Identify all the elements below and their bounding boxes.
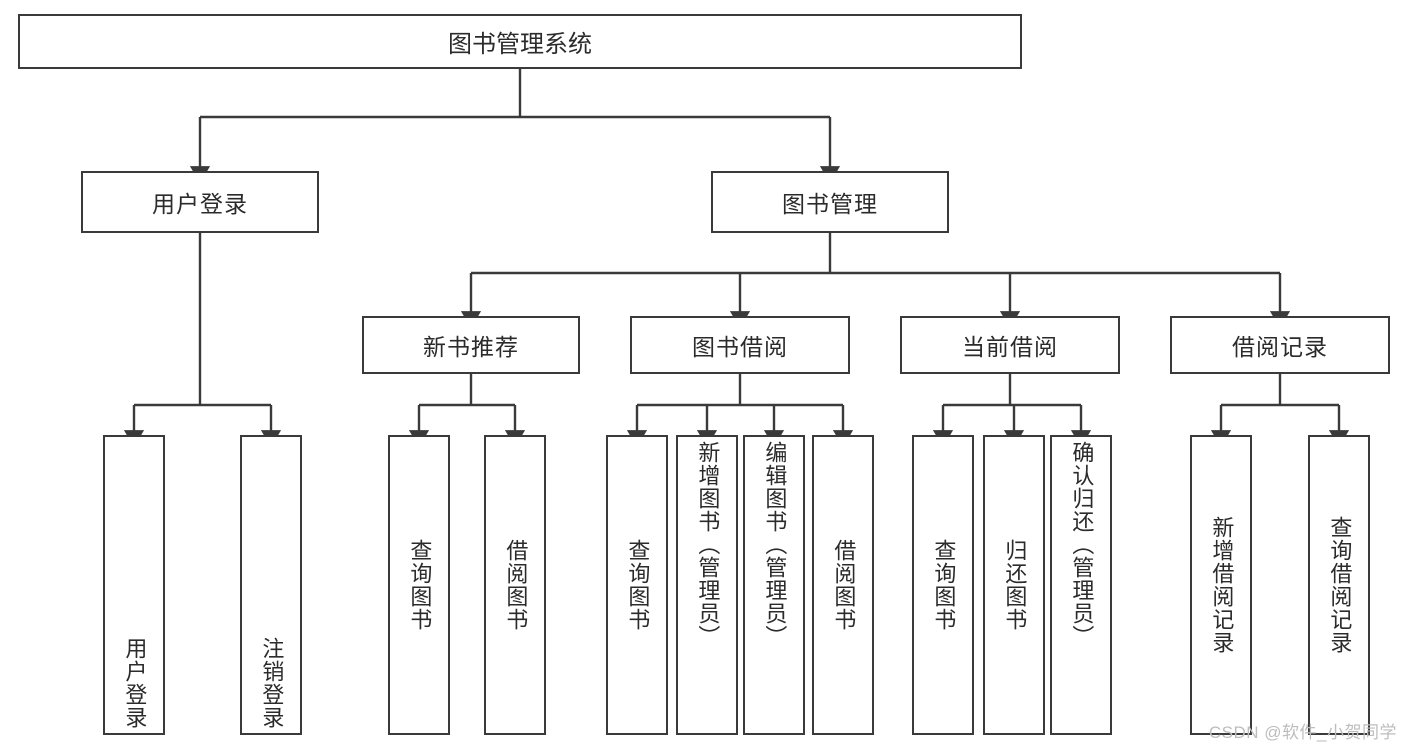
node-l3-借阅记录[interactable]: 借阅记录 [1170,316,1390,374]
leaf-4-查询图书[interactable]: 查询图书 [606,435,668,735]
node-label: 新增借阅记录 [1209,516,1235,654]
node-label: 图书管理 [782,191,878,217]
node-l3-图书借阅[interactable]: 图书借阅 [630,316,850,374]
leaf-7-借阅图书[interactable]: 借阅图书 [812,435,874,735]
node-label: 当前借阅 [962,334,1058,360]
node-label: 图书管理系统 [448,31,592,58]
node-l3-当前借阅[interactable]: 当前借阅 [900,316,1120,374]
watermark-text: CSDN @软件_小贺同学 [1208,723,1397,742]
node-root-图书管理系统[interactable]: 图书管理系统 [18,14,1022,69]
leaf-11-新增借阅记录[interactable]: 新增借阅记录 [1190,435,1252,735]
node-label: 查询图书 [625,539,651,631]
node-label: 查询图书 [931,539,957,631]
leaf-2-查询图书[interactable]: 查询图书 [388,435,450,735]
node-l2-用户登录[interactable]: 用户登录 [81,171,319,233]
node-label: 用户登录 [122,637,148,729]
node-label: 查询图书 [407,539,433,631]
leaf-5-新增图书（管理员）[interactable]: 新增图书（管理员） [676,435,738,735]
leaf-12-查询借阅记录[interactable]: 查询借阅记录 [1308,435,1370,735]
leaf-1-注销登录[interactable]: 注销登录 [240,435,302,735]
node-label: 借阅图书 [503,539,529,631]
leaf-3-借阅图书[interactable]: 借阅图书 [484,435,546,735]
node-label: 新增图书（管理员） [695,441,721,648]
node-label: 归还图书 [1002,539,1028,631]
node-label: 借阅图书 [831,539,857,631]
node-l2-图书管理[interactable]: 图书管理 [711,171,949,233]
leaf-9-归还图书[interactable]: 归还图书 [983,435,1045,735]
node-l3-新书推荐[interactable]: 新书推荐 [362,316,580,374]
node-label: 确认归还（管理员） [1069,441,1095,648]
leaf-10-确认归还（管理员）[interactable]: 确认归还（管理员） [1050,435,1112,735]
node-label: 新书推荐 [423,334,519,360]
node-label: 查询借阅记录 [1327,516,1353,654]
node-label: 用户登录 [152,191,248,217]
leaf-8-查询图书[interactable]: 查询图书 [912,435,974,735]
node-label: 图书借阅 [692,334,788,360]
leaf-6-编辑图书（管理员）[interactable]: 编辑图书（管理员） [743,435,805,735]
node-label: 注销登录 [259,637,285,729]
leaf-0-用户登录[interactable]: 用户登录 [103,435,165,735]
node-label: 编辑图书（管理员） [762,441,788,648]
node-label: 借阅记录 [1232,334,1328,360]
